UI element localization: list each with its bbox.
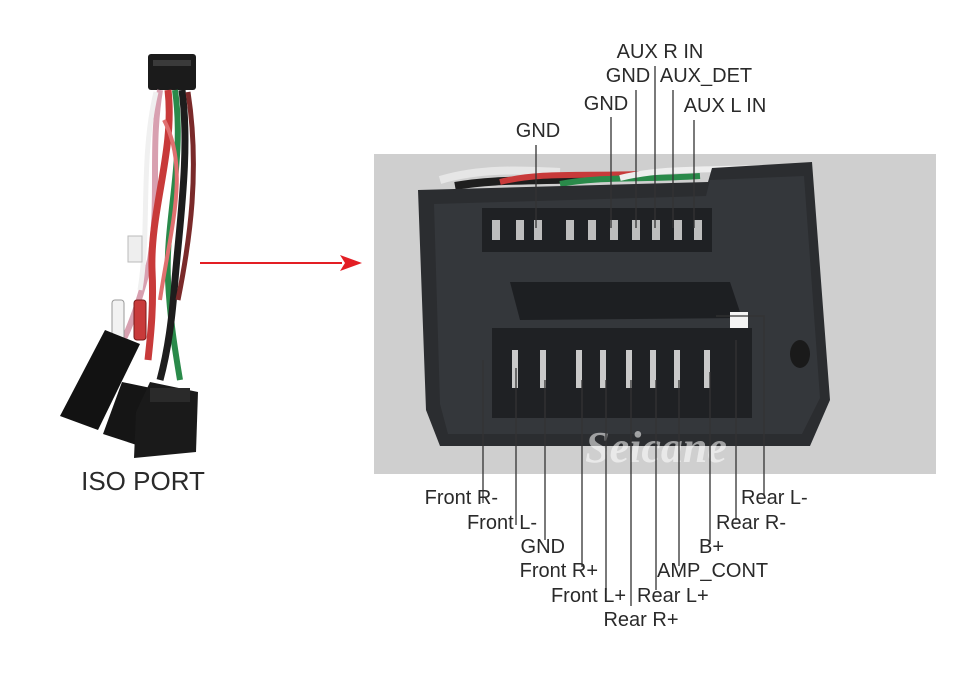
bottom-pin-label: Rear R- bbox=[716, 512, 786, 534]
bottom-pin-label: Rear L- bbox=[741, 487, 808, 509]
bottom-leader-line-10 bbox=[716, 315, 765, 496]
top-pin-label: GND bbox=[584, 93, 628, 115]
bottom-pin-label: Front L+ bbox=[551, 585, 626, 607]
bottom-pin-label: Front R- bbox=[425, 487, 498, 509]
pin-leader-lines bbox=[482, 66, 765, 606]
bottom-pin-labels: Front R- Front L- GND Front R+ Front L+ … bbox=[425, 487, 808, 631]
harness-top-connector bbox=[148, 54, 196, 90]
top-pin-label: GND bbox=[516, 120, 560, 142]
top-pin-label: AUX_DET bbox=[660, 65, 752, 87]
bottom-pin-label: Front R+ bbox=[520, 560, 598, 582]
top-pin-label: AUX L IN bbox=[684, 95, 767, 117]
latch-bar bbox=[510, 282, 742, 320]
pointer-arrow bbox=[200, 255, 362, 271]
bottom-pin-label: B+ bbox=[699, 536, 724, 558]
top-pin-label: AUX R IN bbox=[617, 41, 704, 63]
iso-port-label: ISO PORT bbox=[81, 466, 205, 496]
bottom-pin-label: Rear L+ bbox=[637, 585, 709, 607]
top-pin-labels: GND GND GND AUX R IN AUX_DET AUX L IN bbox=[516, 41, 767, 142]
bottom-pin-label: Rear R+ bbox=[603, 609, 678, 631]
harness-block-left bbox=[60, 330, 140, 430]
bottom-pin-row bbox=[492, 328, 752, 418]
top-pin-label: GND bbox=[606, 65, 650, 87]
bottom-pin-label: GND bbox=[521, 536, 565, 558]
bottom-pin-label: AMP_CONT bbox=[657, 560, 768, 582]
harness-illustration bbox=[60, 54, 198, 458]
connector-photo bbox=[374, 154, 936, 474]
bottom-pin-label: Front L- bbox=[467, 512, 537, 534]
